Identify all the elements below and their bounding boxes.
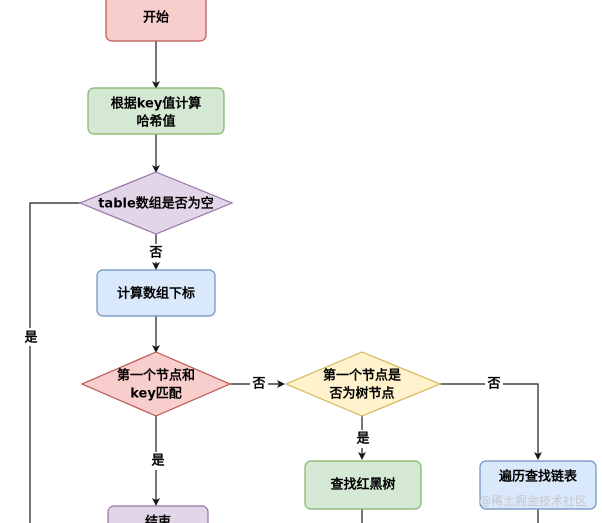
first-match-label-line2: key匹配 bbox=[130, 387, 182, 402]
find-rbtree-label: 查找红黑树 bbox=[329, 477, 395, 493]
end-label: 结束 bbox=[145, 514, 172, 523]
start-label: 开始 bbox=[143, 10, 169, 26]
edge-istree-to-list bbox=[440, 383, 542, 460]
edge-label-no-match: 否 bbox=[251, 377, 265, 392]
calc-index-label: 计算数组下标 bbox=[117, 286, 195, 302]
edge-label-no-tree: 否 bbox=[486, 377, 500, 392]
edge-label-yes-tree: 是 bbox=[355, 432, 370, 447]
edge-label-yes-left: 是 bbox=[23, 331, 38, 346]
is-tree-label-line2: 否为树节点 bbox=[328, 386, 394, 402]
first-match-label-line1: 第一个节点和 bbox=[117, 368, 195, 384]
is-tree-decision bbox=[284, 351, 442, 417]
watermark: @稀土掘金技术社区 bbox=[479, 493, 587, 508]
calc-index-node bbox=[96, 269, 216, 317]
hash-node bbox=[87, 87, 225, 135]
first-match-decision bbox=[80, 351, 232, 417]
is-tree-label-line1: 第一个节点是 bbox=[323, 368, 402, 384]
find-rbtree-node bbox=[304, 460, 422, 510]
hash-label-line2: 哈希值 bbox=[136, 114, 175, 130]
edge-label-yes-match: 是 bbox=[150, 454, 165, 469]
edge-label-no-table: 否 bbox=[148, 246, 162, 261]
start-node bbox=[105, 0, 207, 42]
end-node bbox=[107, 505, 209, 523]
edge-table-yes-left bbox=[29, 202, 80, 523]
hash-label-line1: 根据key值计算 bbox=[111, 96, 202, 112]
traverse-list-label: 遍历查找链表 bbox=[498, 469, 578, 485]
table-empty-label: table数组是否为空 bbox=[98, 196, 214, 212]
table-empty-decision bbox=[78, 171, 234, 235]
traverse-list-node bbox=[479, 460, 597, 510]
